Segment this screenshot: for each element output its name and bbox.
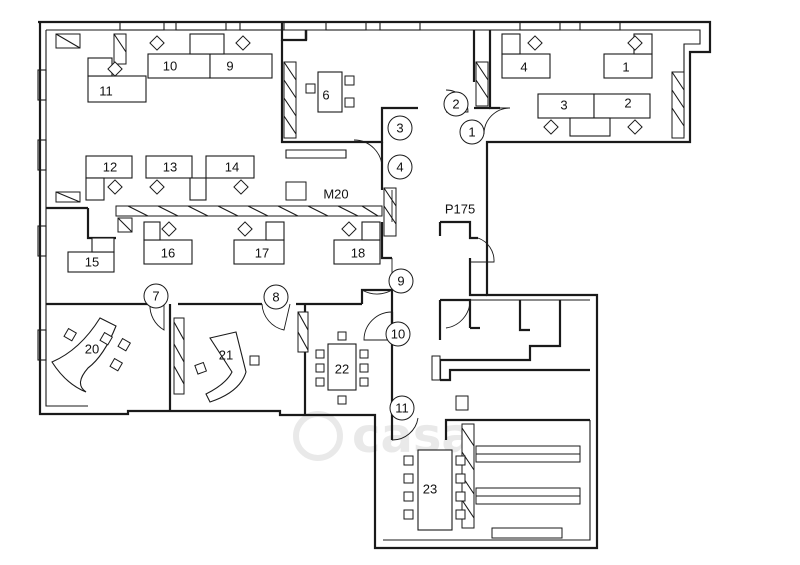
workstation-4-label: 4: [520, 59, 527, 74]
desks: [51, 33, 653, 531]
door-marker-2: 2: [443, 91, 469, 117]
door-marker-9: 9: [388, 268, 414, 294]
door-marker-10: 10: [385, 321, 411, 347]
door-8-label: 8: [272, 289, 279, 304]
door-7-label: 7: [152, 288, 159, 303]
workstation-17-label: 17: [255, 245, 269, 260]
workstation-labels: 1 2 3 4 9 10 11 12 13 14 15 16 17 18: [85, 58, 632, 269]
storage-units: [55, 33, 685, 539]
room-21-label: 21: [219, 347, 233, 362]
door-10-label: 10: [391, 326, 405, 341]
workstation-10-label: 10: [163, 58, 177, 73]
door-swings: [149, 89, 511, 441]
workstation-12-label: 12: [103, 159, 117, 174]
workstation-2-label: 2: [624, 95, 631, 110]
room-20-label: 20: [85, 341, 99, 356]
door-marker-3: 3: [387, 115, 413, 141]
door-marker-4: 4: [387, 154, 413, 180]
room-labels: 6 20 21 22 23 M20 P175: [85, 87, 475, 496]
door-3-label: 3: [396, 120, 403, 135]
door-11-label: 11: [395, 400, 409, 415]
workstation-14-label: 14: [225, 159, 239, 174]
door-markers: 1 2 3 4 7 8 9 10: [143, 91, 485, 421]
workstation-9-label: 9: [226, 58, 233, 73]
room-22-label: 22: [335, 361, 349, 376]
room-23-label: 23: [423, 481, 437, 496]
room-6-label: 6: [322, 87, 329, 102]
door-marker-1: 1: [459, 119, 485, 145]
door-1-label: 1: [468, 124, 475, 139]
door-4-label: 4: [396, 159, 403, 174]
watermark-text: casa: [352, 408, 474, 464]
door-9-label: 9: [397, 273, 404, 288]
workstation-3-label: 3: [560, 97, 567, 112]
door-marker-7: 7: [143, 283, 169, 309]
watermark: casa: [293, 408, 474, 464]
workstation-18-label: 18: [351, 245, 365, 260]
door-marker-8: 8: [263, 284, 289, 310]
door-marker-11: 11: [389, 395, 415, 421]
windows: [37, 21, 621, 361]
area-m20-label: M20: [323, 186, 348, 201]
door-2-label: 2: [452, 96, 459, 111]
workstation-13-label: 13: [163, 159, 177, 174]
area-p175-label: P175: [445, 201, 475, 216]
workstation-11-label: 11: [99, 83, 113, 98]
workstation-16-label: 16: [161, 245, 175, 260]
chairs: [63, 35, 643, 520]
workstation-15-label: 15: [85, 254, 99, 269]
workstation-1-label: 1: [622, 59, 629, 74]
